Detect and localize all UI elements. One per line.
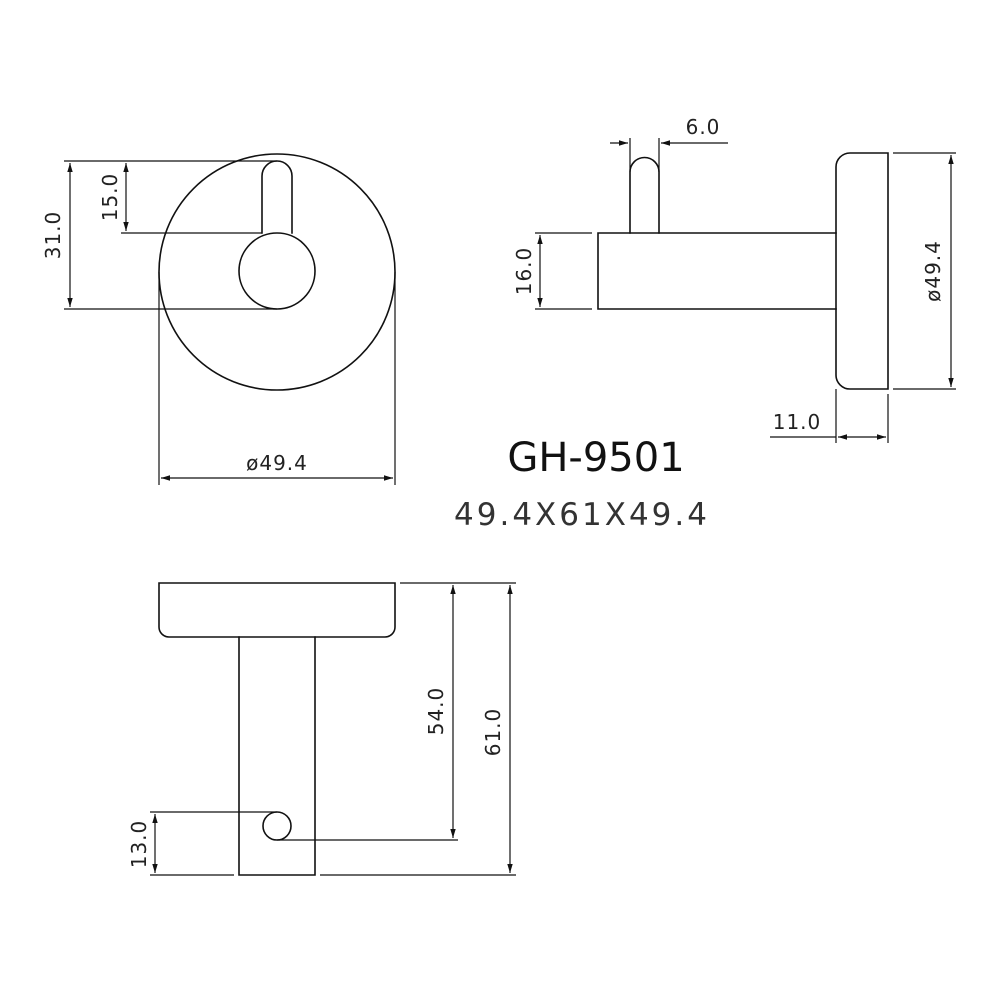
pin-outline [261, 160, 293, 234]
base-plate-profile [835, 152, 889, 390]
dim-label-54: 54.0 [424, 687, 448, 736]
dim-label-31: 31.0 [41, 211, 65, 260]
arm-circle [238, 232, 316, 310]
arm-profile [597, 232, 837, 310]
front-view: 31.0 15.0 ø49.4 [41, 153, 396, 485]
top-view: 54.0 61.0 13.0 [127, 582, 516, 876]
arm-top [238, 636, 316, 876]
dim-label-16: 16.0 [512, 247, 536, 296]
overall-size: 49.4X61X49.4 [454, 497, 710, 533]
pin-circle [262, 811, 292, 841]
dim-label-diameter: ø49.4 [246, 451, 308, 475]
dim-label-11: 11.0 [773, 410, 822, 434]
dim-label-13: 13.0 [127, 820, 151, 869]
model-title: GH-9501 [507, 435, 684, 481]
dim-label-6: 6.0 [686, 115, 721, 139]
pin-profile [629, 156, 660, 234]
side-view: 6.0 16.0 ø49.4 11.0 [512, 115, 956, 443]
base-plate-circle [158, 153, 396, 391]
dim-label-61: 61.0 [481, 708, 505, 757]
base-plate-top [158, 582, 396, 638]
dim-label-15: 15.0 [98, 173, 122, 222]
dim-label-side-diameter: ø49.4 [921, 240, 945, 302]
